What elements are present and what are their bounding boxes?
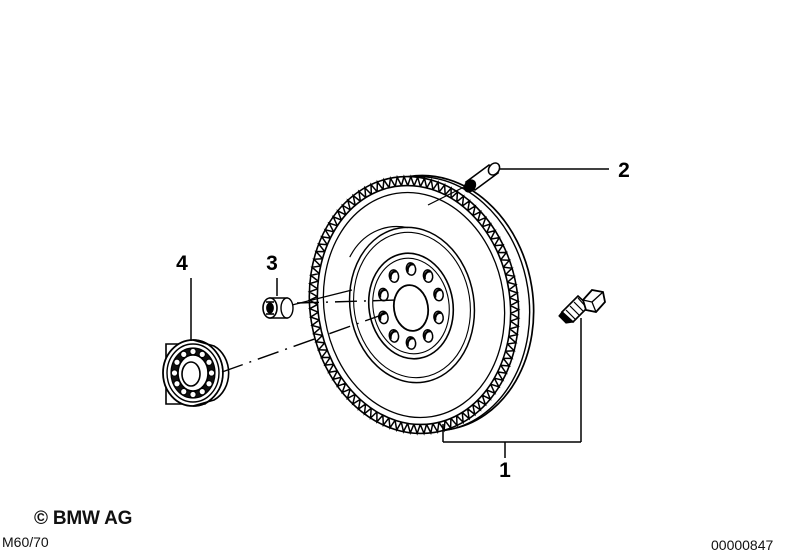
callout-1-bracket [442, 318, 582, 458]
callout-label-1: 1 [499, 459, 511, 482]
dowel-pin-part-2 [427, 162, 609, 206]
bearing-balls [170, 347, 216, 399]
bushing-part-3 [262, 278, 353, 319]
flywheel-bolt-holes [378, 262, 444, 350]
hex-head-bolt [558, 289, 606, 324]
callout-label-3: 3 [266, 252, 278, 275]
ball-bearing-part-4 [162, 278, 230, 407]
assembly-axis-lines [221, 299, 399, 373]
flywheel-assembly [307, 174, 582, 458]
callout-label-2: 2 [618, 159, 630, 182]
callout-label-4: 4 [176, 252, 188, 275]
engine-model-code: M60/70 [2, 534, 49, 550]
diagram-identifier: 00000847 [711, 537, 774, 553]
bmw-copyright-notice: © BMW AG [34, 508, 133, 529]
flywheel-hub [367, 252, 455, 360]
callout-labels: 1 2 3 4 [176, 159, 630, 482]
